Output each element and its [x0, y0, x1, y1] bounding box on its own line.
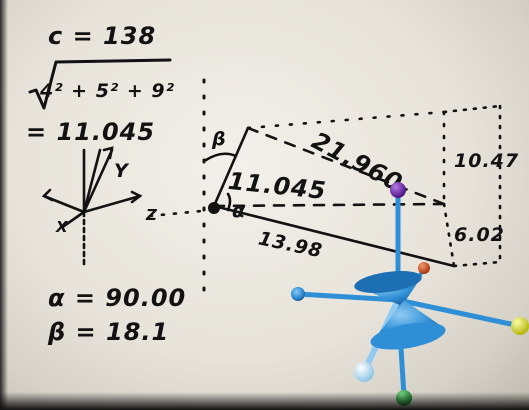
note-length-1047: 10.47: [454, 150, 520, 172]
cone-lower-rim: [370, 322, 446, 350]
note-result: = 11.045: [26, 118, 156, 146]
ball-purple: [390, 182, 406, 198]
note-length-602: 6.02: [454, 224, 505, 246]
note-beta-equation: β = 18.1: [48, 318, 170, 346]
note-axis-x: X: [56, 218, 69, 236]
note-axis-y: Y: [114, 160, 129, 182]
ar-3d-model: [291, 182, 529, 406]
note-diagram-beta: β: [212, 128, 227, 150]
note-alpha-equation: α = 90.00: [48, 284, 187, 312]
note-c-equation: c = 138: [48, 22, 157, 50]
bottom-shadow: [0, 392, 529, 410]
cone-upper-rim: [354, 271, 422, 293]
sqrt-radical: [28, 58, 172, 110]
ball-blue-left: [291, 287, 305, 301]
ball-red: [418, 262, 430, 274]
rod-right: [397, 297, 521, 329]
ball-lightblue: [354, 362, 374, 382]
origin-point: [208, 202, 220, 214]
axes-sketch: [41, 146, 143, 270]
ball-yellow: [511, 317, 529, 335]
note-sqrt-expression: 4² + 5² + 9²: [40, 80, 175, 102]
rod-left: [297, 291, 399, 303]
frame-shadow: [0, 0, 8, 410]
box-diagram: [148, 104, 502, 268]
